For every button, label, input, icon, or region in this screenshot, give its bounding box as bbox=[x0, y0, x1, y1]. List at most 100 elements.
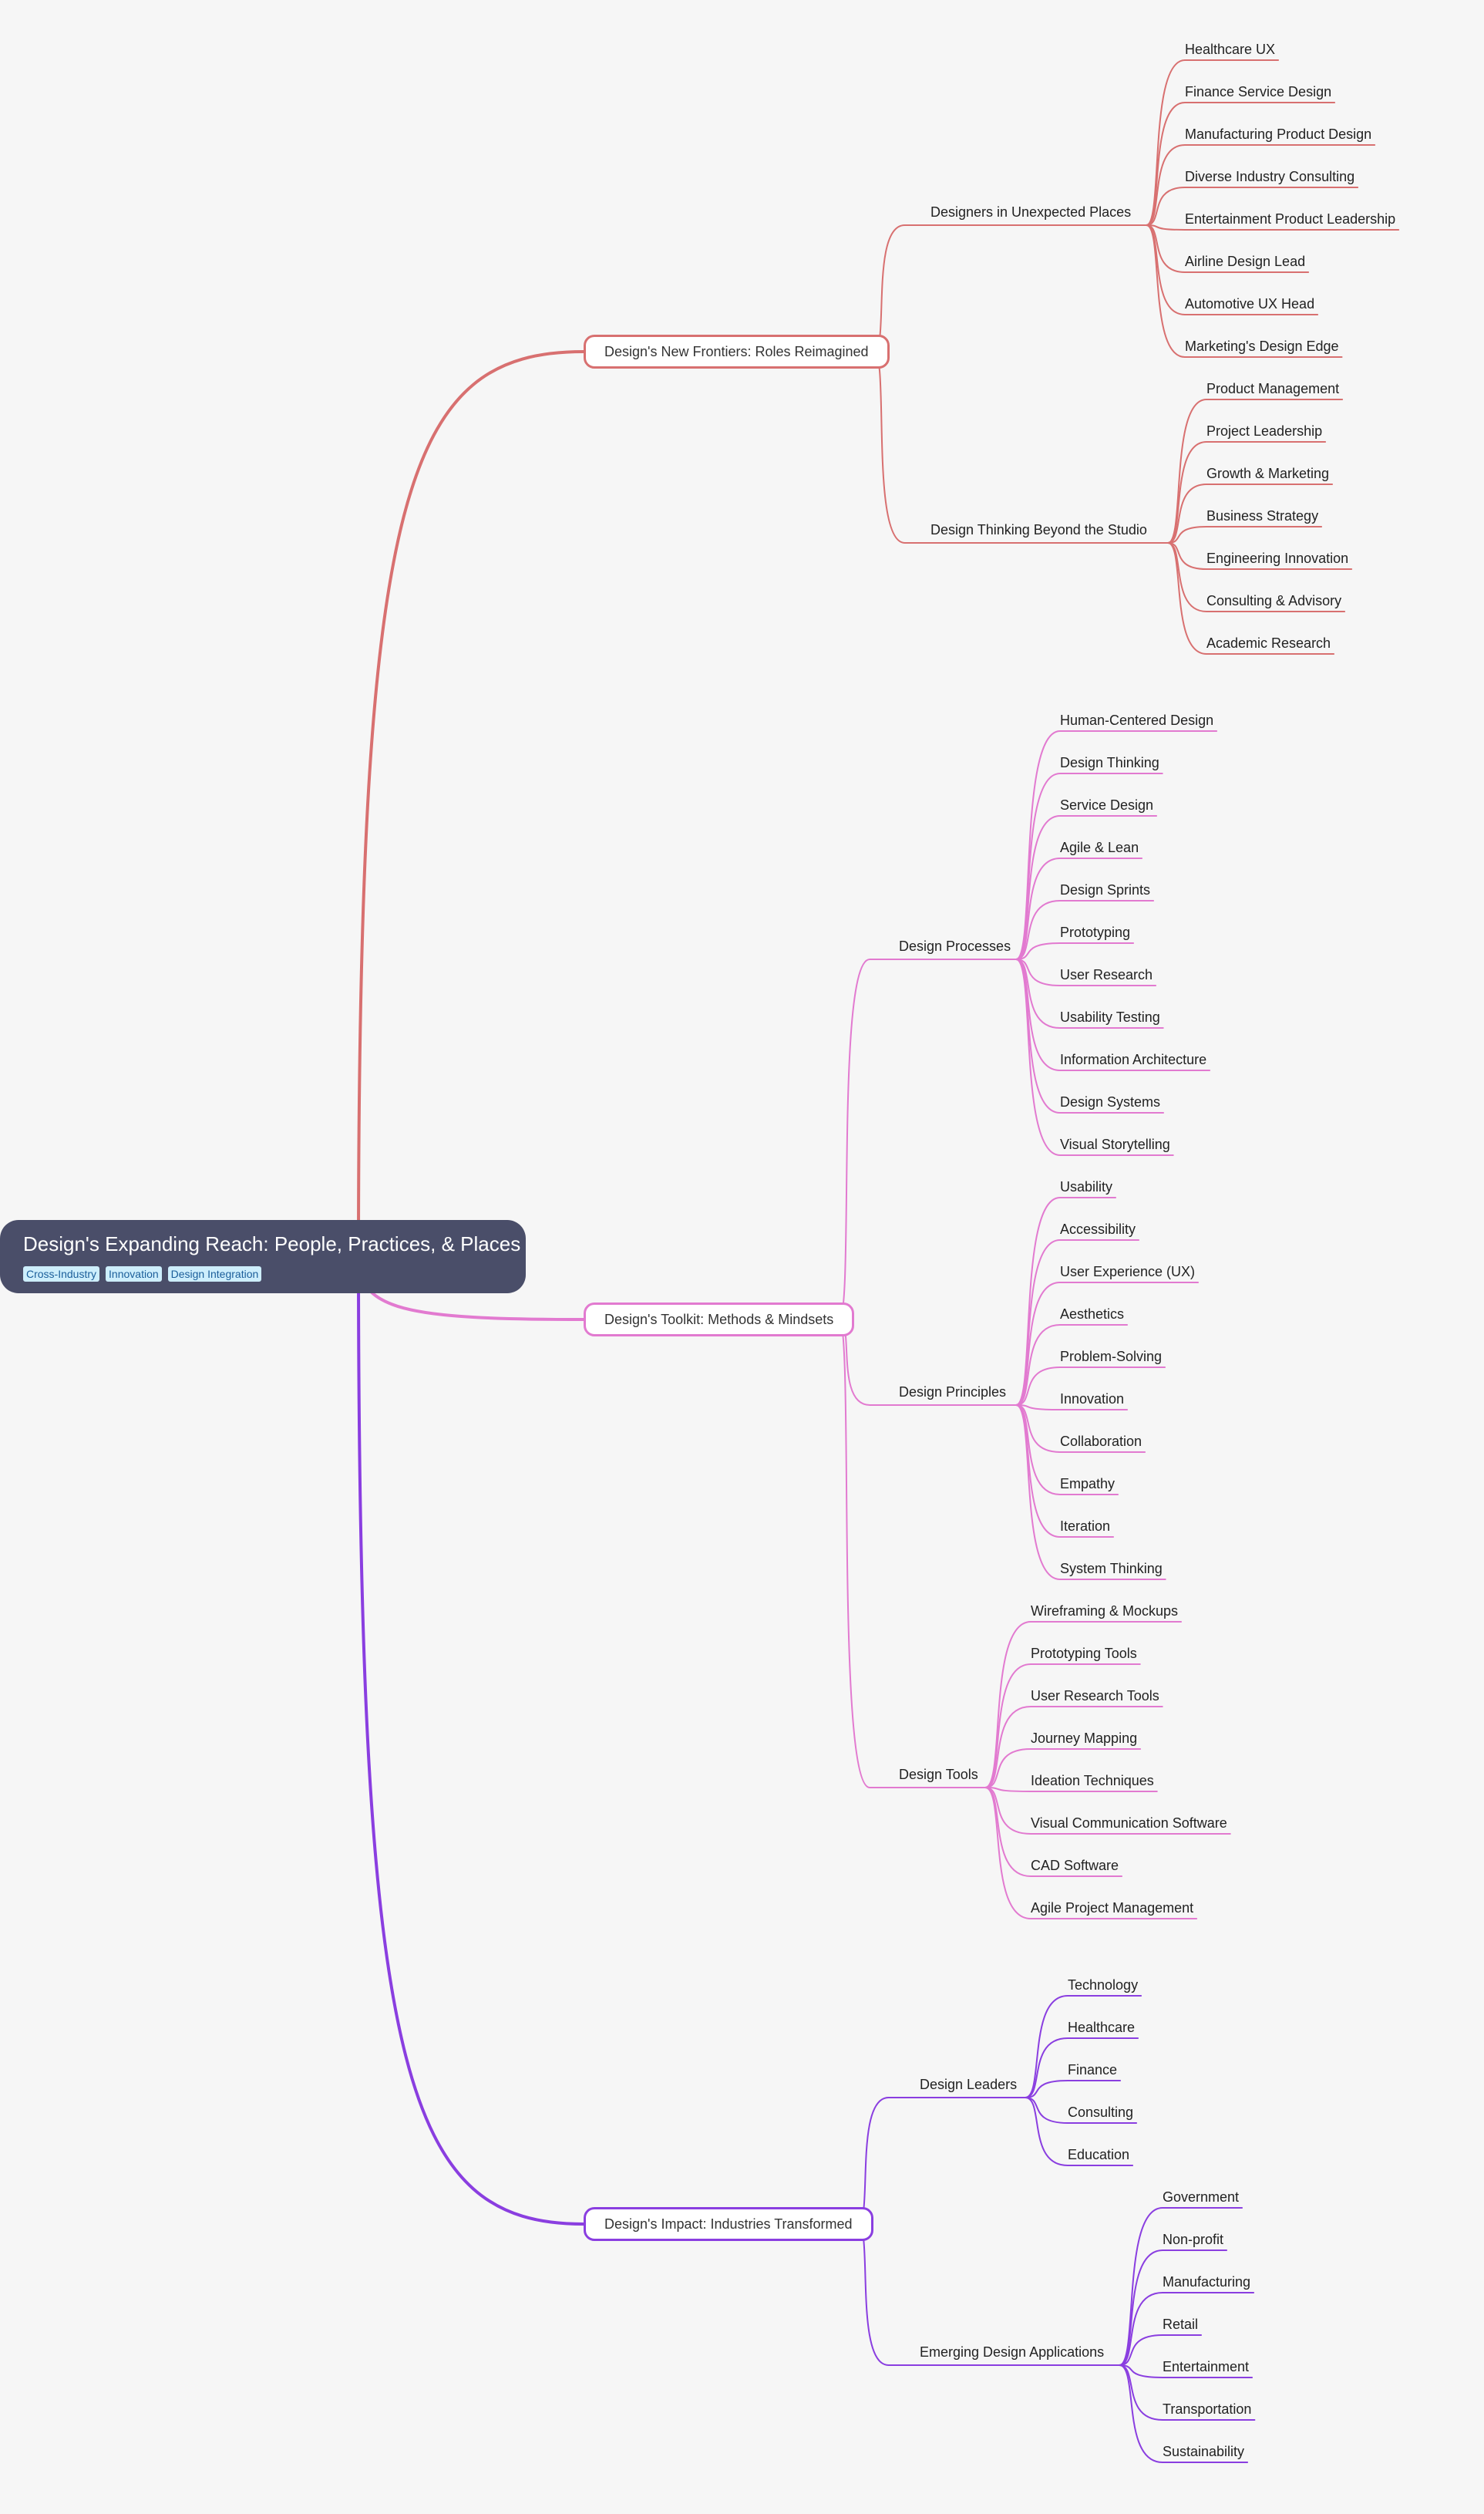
branch-2-child-design-principles-item-accessibility[interactable]: Accessibility bbox=[1060, 1222, 1136, 1237]
branch-3-child-design-leaders-item-technology[interactable]: Technology bbox=[1068, 1977, 1139, 1993]
branch-2-child-design-tools-item-visual-communication-software[interactable]: Visual Communication Software bbox=[1031, 1815, 1227, 1831]
branch-3-child-design-leaders-label[interactable]: Design Leaders bbox=[920, 2077, 1018, 2092]
branch-2-child-design-principles-item-aesthetics[interactable]: Aesthetics bbox=[1060, 1306, 1125, 1322]
branch-1-child-design-thinking-beyond-the-studio-item-product-management[interactable]: Product Management bbox=[1206, 381, 1340, 396]
branch-2-child-design-tools-item-agile-project-management[interactable]: Agile Project Management bbox=[1031, 1900, 1194, 1916]
tag-cross-industry: Cross-Industry bbox=[23, 1266, 100, 1282]
branch-3-child-emerging-design-applications-item-manufacturing[interactable]: Manufacturing bbox=[1163, 2274, 1251, 2290]
branch-2-child-design-principles-item-system-thinking-connector bbox=[1015, 1404, 1166, 1580]
branch-2-child-design-principles-item-user-experience-ux[interactable]: User Experience (UX) bbox=[1060, 1264, 1196, 1279]
branch-2-child-design-tools-item-user-research-tools[interactable]: User Research Tools bbox=[1031, 1688, 1159, 1704]
branch-2-child-design-processes-item-user-research[interactable]: User Research bbox=[1060, 967, 1153, 982]
branch-2-child-design-processes-item-information-architecture[interactable]: Information Architecture bbox=[1060, 1052, 1207, 1067]
branch-1-child-design-thinking-beyond-the-studio-item-engineering-innovation-connector bbox=[1167, 542, 1353, 570]
branch-2-child-design-processes-item-visual-storytelling[interactable]: Visual Storytelling bbox=[1060, 1137, 1170, 1152]
branch-1-connector bbox=[357, 350, 585, 1259]
branch-2-child-design-principles-item-collaboration-connector bbox=[1015, 1404, 1146, 1453]
branch-1-child-designers-in-unexpected-places-item-entertainment-product-leadership-connector bbox=[1146, 224, 1400, 231]
branch-1-child-design-thinking-beyond-the-studio-item-consulting-and-advisory[interactable]: Consulting & Advisory bbox=[1206, 593, 1342, 608]
branch-3-child-emerging-design-applications-item-transportation[interactable]: Transportation bbox=[1163, 2401, 1252, 2417]
branch-1-child-design-thinking-beyond-the-studio-item-academic-research-connector bbox=[1167, 542, 1335, 655]
branch-3-child-design-leaders-item-healthcare[interactable]: Healthcare bbox=[1068, 2020, 1136, 2035]
branch-2-child-design-processes-item-usability-testing[interactable]: Usability Testing bbox=[1060, 1009, 1160, 1025]
branch-3-child-emerging-design-applications-item-government[interactable]: Government bbox=[1163, 2189, 1240, 2205]
branch-2-child-design-tools-item-ideation-techniques[interactable]: Ideation Techniques bbox=[1031, 1773, 1154, 1788]
branch-2-child-design-principles-item-problem-solving[interactable]: Problem-Solving bbox=[1060, 1349, 1163, 1364]
branch-1-child-designers-in-unexpected-places-item-marketing-s-design-edge[interactable]: Marketing's Design Edge bbox=[1185, 339, 1339, 354]
branch-1-child-designers-in-unexpected-places-item-finance-service-design-connector bbox=[1146, 102, 1336, 226]
branch-3-child-emerging-design-applications-item-government-connector bbox=[1119, 2207, 1243, 2366]
branch-2-child-design-processes-item-prototyping-connector bbox=[1015, 942, 1135, 960]
branch-2-child-design-processes-label[interactable]: Design Processes bbox=[899, 939, 1011, 954]
branch-3-child-emerging-design-applications-item-sustainability[interactable]: Sustainability bbox=[1163, 2444, 1245, 2459]
branch-1-child-design-thinking-beyond-the-studio-item-academic-research[interactable]: Academic Research bbox=[1206, 635, 1331, 651]
branch-2-child-design-processes-item-human-centered-design[interactable]: Human-Centered Design bbox=[1060, 713, 1214, 728]
branch-1-child-designers-in-unexpected-places-item-healthcare-ux[interactable]: Healthcare UX bbox=[1185, 42, 1276, 57]
branch-3-child-emerging-design-applications-item-retail-connector bbox=[1119, 2334, 1203, 2366]
branch-3-child-design-leaders-item-education-connector bbox=[1025, 2097, 1134, 2166]
branch-3-node[interactable]: Design's Impact: Industries Transformed bbox=[584, 2207, 873, 2241]
branch-1-child-designers-in-unexpected-places-item-automotive-ux-head[interactable]: Automotive UX Head bbox=[1185, 296, 1315, 312]
branch-2-child-design-tools-item-wireframing-and-mockups[interactable]: Wireframing & Mockups bbox=[1031, 1603, 1179, 1619]
branch-2-child-design-processes-item-design-sprints-connector bbox=[1015, 900, 1155, 960]
branch-2-child-design-processes-item-design-sprints[interactable]: Design Sprints bbox=[1060, 882, 1151, 898]
branch-1-child-design-thinking-beyond-the-studio-item-business-strategy-connector bbox=[1167, 526, 1323, 544]
branch-2-child-design-processes-item-prototyping[interactable]: Prototyping bbox=[1060, 925, 1131, 940]
branch-3-child-design-leaders-item-finance[interactable]: Finance bbox=[1068, 2062, 1118, 2078]
branch-1-child-designers-in-unexpected-places-item-airline-design-lead-connector bbox=[1146, 224, 1310, 273]
branch-1-child-designers-in-unexpected-places-connector bbox=[873, 224, 1147, 352]
branch-2-child-design-processes-item-design-systems[interactable]: Design Systems bbox=[1060, 1094, 1161, 1110]
branch-1-child-designers-in-unexpected-places-item-manufacturing-product-design[interactable]: Manufacturing Product Design bbox=[1185, 126, 1372, 142]
branch-2-child-design-tools-item-ideation-techniques-connector bbox=[984, 1787, 1158, 1792]
branch-3-child-design-leaders-item-consulting[interactable]: Consulting bbox=[1068, 2105, 1134, 2120]
branch-2-node[interactable]: Design's Toolkit: Methods & Mindsets bbox=[584, 1302, 855, 1336]
branch-2-child-design-processes-item-visual-storytelling-connector bbox=[1015, 959, 1174, 1156]
branch-1-child-designers-in-unexpected-places-item-diverse-industry-consulting[interactable]: Diverse Industry Consulting bbox=[1185, 169, 1355, 184]
branch-2-child-design-tools-item-agile-project-management-connector bbox=[984, 1787, 1198, 1919]
branch-1-node[interactable]: Design's New Frontiers: Roles Reimagined bbox=[584, 335, 890, 369]
branch-2-child-design-principles-item-empathy[interactable]: Empathy bbox=[1060, 1476, 1116, 1491]
tag-innovation: Innovation bbox=[106, 1266, 162, 1282]
branch-1-child-designers-in-unexpected-places-label[interactable]: Designers in Unexpected Places bbox=[930, 204, 1132, 220]
branch-2-child-design-tools-item-journey-mapping[interactable]: Journey Mapping bbox=[1031, 1730, 1138, 1746]
branch-2-child-design-principles-item-system-thinking[interactable]: System Thinking bbox=[1060, 1561, 1163, 1576]
branch-1-child-designers-in-unexpected-places-item-entertainment-product-leadership[interactable]: Entertainment Product Leadership bbox=[1185, 211, 1396, 227]
branch-2-child-design-principles-item-iteration[interactable]: Iteration bbox=[1060, 1518, 1111, 1534]
branch-1-child-design-thinking-beyond-the-studio-item-engineering-innovation[interactable]: Engineering Innovation bbox=[1206, 551, 1349, 566]
branch-1-child-design-thinking-beyond-the-studio-item-growth-and-marketing-connector bbox=[1167, 484, 1334, 544]
branch-3-child-design-leaders-item-education[interactable]: Education bbox=[1068, 2147, 1130, 2162]
branch-3-child-emerging-design-applications-item-entertainment-connector bbox=[1119, 2364, 1253, 2378]
branch-2-child-design-principles-item-collaboration[interactable]: Collaboration bbox=[1060, 1434, 1142, 1449]
branch-2-child-design-tools-label[interactable]: Design Tools bbox=[899, 1767, 978, 1782]
branch-1-child-designers-in-unexpected-places-item-finance-service-design[interactable]: Finance Service Design bbox=[1185, 84, 1332, 99]
root-node[interactable]: Design's Expanding Reach: People, Practi… bbox=[0, 1220, 526, 1293]
branch-2-child-design-tools-item-prototyping-tools[interactable]: Prototyping Tools bbox=[1031, 1646, 1137, 1661]
branch-1-child-design-thinking-beyond-the-studio-item-business-strategy[interactable]: Business Strategy bbox=[1206, 508, 1319, 524]
branch-2-child-design-principles-item-innovation-connector bbox=[1015, 1404, 1129, 1410]
branch-2-child-design-processes-item-agile-and-lean[interactable]: Agile & Lean bbox=[1060, 840, 1139, 855]
branch-1-child-designers-in-unexpected-places-item-airline-design-lead[interactable]: Airline Design Lead bbox=[1185, 254, 1306, 269]
branch-2-child-design-principles-item-innovation[interactable]: Innovation bbox=[1060, 1391, 1125, 1407]
branch-1-child-design-thinking-beyond-the-studio-item-growth-and-marketing[interactable]: Growth & Marketing bbox=[1206, 466, 1330, 481]
branch-1-child-design-thinking-beyond-the-studio-item-product-management-connector bbox=[1167, 399, 1344, 544]
branch-2-child-design-processes-item-design-thinking[interactable]: Design Thinking bbox=[1060, 755, 1159, 770]
branch-1-child-design-thinking-beyond-the-studio-item-project-leadership[interactable]: Project Leadership bbox=[1206, 423, 1323, 439]
branch-2-child-design-principles-label[interactable]: Design Principles bbox=[899, 1384, 1007, 1400]
branch-1-child-design-thinking-beyond-the-studio-connector bbox=[873, 351, 1169, 544]
branch-3-child-emerging-design-applications-item-transportation-connector bbox=[1119, 2364, 1256, 2421]
branch-3-child-emerging-design-applications-item-retail[interactable]: Retail bbox=[1163, 2317, 1199, 2332]
branch-3-child-emerging-design-applications-label[interactable]: Emerging Design Applications bbox=[920, 2344, 1105, 2360]
branch-1-child-designers-in-unexpected-places-item-marketing-s-design-edge-connector bbox=[1146, 224, 1343, 358]
branch-1-child-design-thinking-beyond-the-studio-label[interactable]: Design Thinking Beyond the Studio bbox=[930, 522, 1147, 538]
branch-2-child-design-principles-item-problem-solving-connector bbox=[1015, 1367, 1166, 1406]
branch-2-child-design-processes-item-service-design[interactable]: Service Design bbox=[1060, 797, 1154, 813]
branch-2-child-design-principles-item-usability[interactable]: Usability bbox=[1060, 1179, 1113, 1195]
branch-2-child-design-processes-item-agile-and-lean-connector bbox=[1015, 858, 1143, 960]
branch-2-child-design-processes-item-usability-testing-connector bbox=[1015, 959, 1164, 1029]
branch-3-child-emerging-design-applications-item-non-profit[interactable]: Non-profit bbox=[1163, 2232, 1224, 2247]
branch-3-child-emerging-design-applications-item-entertainment[interactable]: Entertainment bbox=[1163, 2359, 1250, 2374]
branch-2-child-design-tools-item-wireframing-and-mockups-connector bbox=[984, 1621, 1183, 1788]
branch-2-child-design-principles-item-user-experience-ux-connector bbox=[1015, 1282, 1200, 1406]
branch-2-child-design-tools-item-cad-software[interactable]: CAD Software bbox=[1031, 1858, 1119, 1873]
